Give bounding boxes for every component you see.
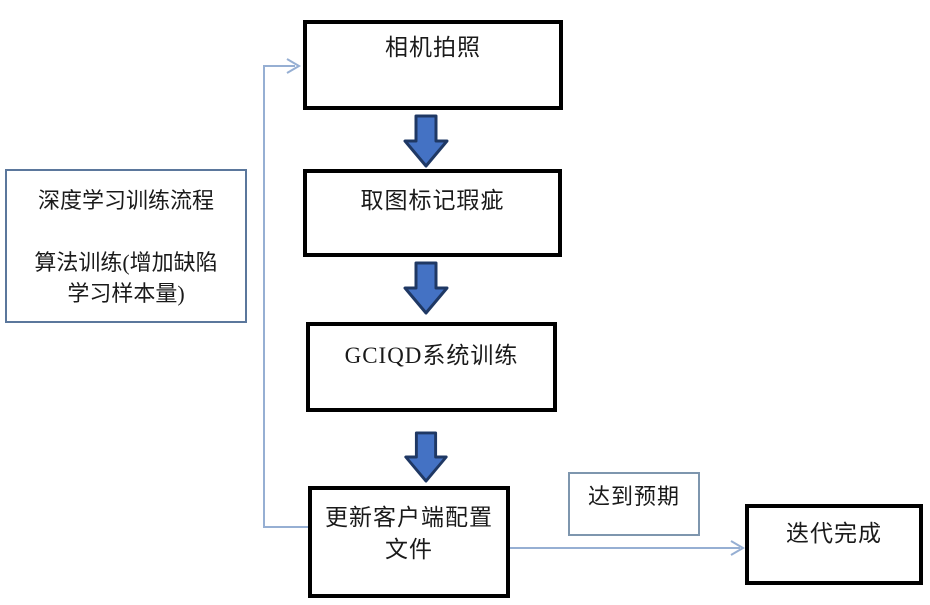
note-box-training-process: 深度学习训练流程 算法训练(增加缺陷 学习样本量): [5, 169, 247, 323]
down-block-arrow-icon: [403, 114, 449, 168]
node-label: GCIQD系统训练: [344, 343, 519, 368]
node-system-training: GCIQD系统训练: [306, 322, 557, 412]
node-iteration-complete: 迭代完成: [745, 504, 923, 585]
down-arrow-shape: [403, 114, 449, 168]
node-camera-photo: 相机拍照: [303, 20, 563, 110]
note-line: 学习样本量): [67, 281, 185, 306]
node-mark-defects: 取图标记瑕疵: [303, 169, 562, 257]
down-block-arrow-icon: [404, 431, 448, 483]
node-label-line1: 更新客户端配置: [325, 505, 493, 530]
node-label-line2: 文件: [385, 537, 433, 562]
feedback-connector-arrowhead-icon: [286, 58, 301, 74]
node-label: 相机拍照: [385, 35, 481, 60]
node-update-config: 更新客户端配置 文件: [308, 486, 510, 598]
feedback-connector-line: [263, 65, 308, 528]
down-block-arrow-icon: [403, 261, 449, 315]
node-label: 取图标记瑕疵: [360, 188, 505, 213]
edge-label-text: 达到预期: [587, 484, 680, 509]
note-line: 算法训练(增加缺陷: [34, 250, 218, 275]
note-line: 深度学习训练流程: [37, 188, 214, 213]
node-label: 迭代完成: [786, 521, 882, 546]
down-arrow-shape: [404, 431, 448, 483]
edge-label-expectation: 达到预期: [568, 472, 700, 536]
forward-connector-arrowhead-icon: [730, 540, 745, 556]
down-arrow-shape: [403, 261, 449, 315]
